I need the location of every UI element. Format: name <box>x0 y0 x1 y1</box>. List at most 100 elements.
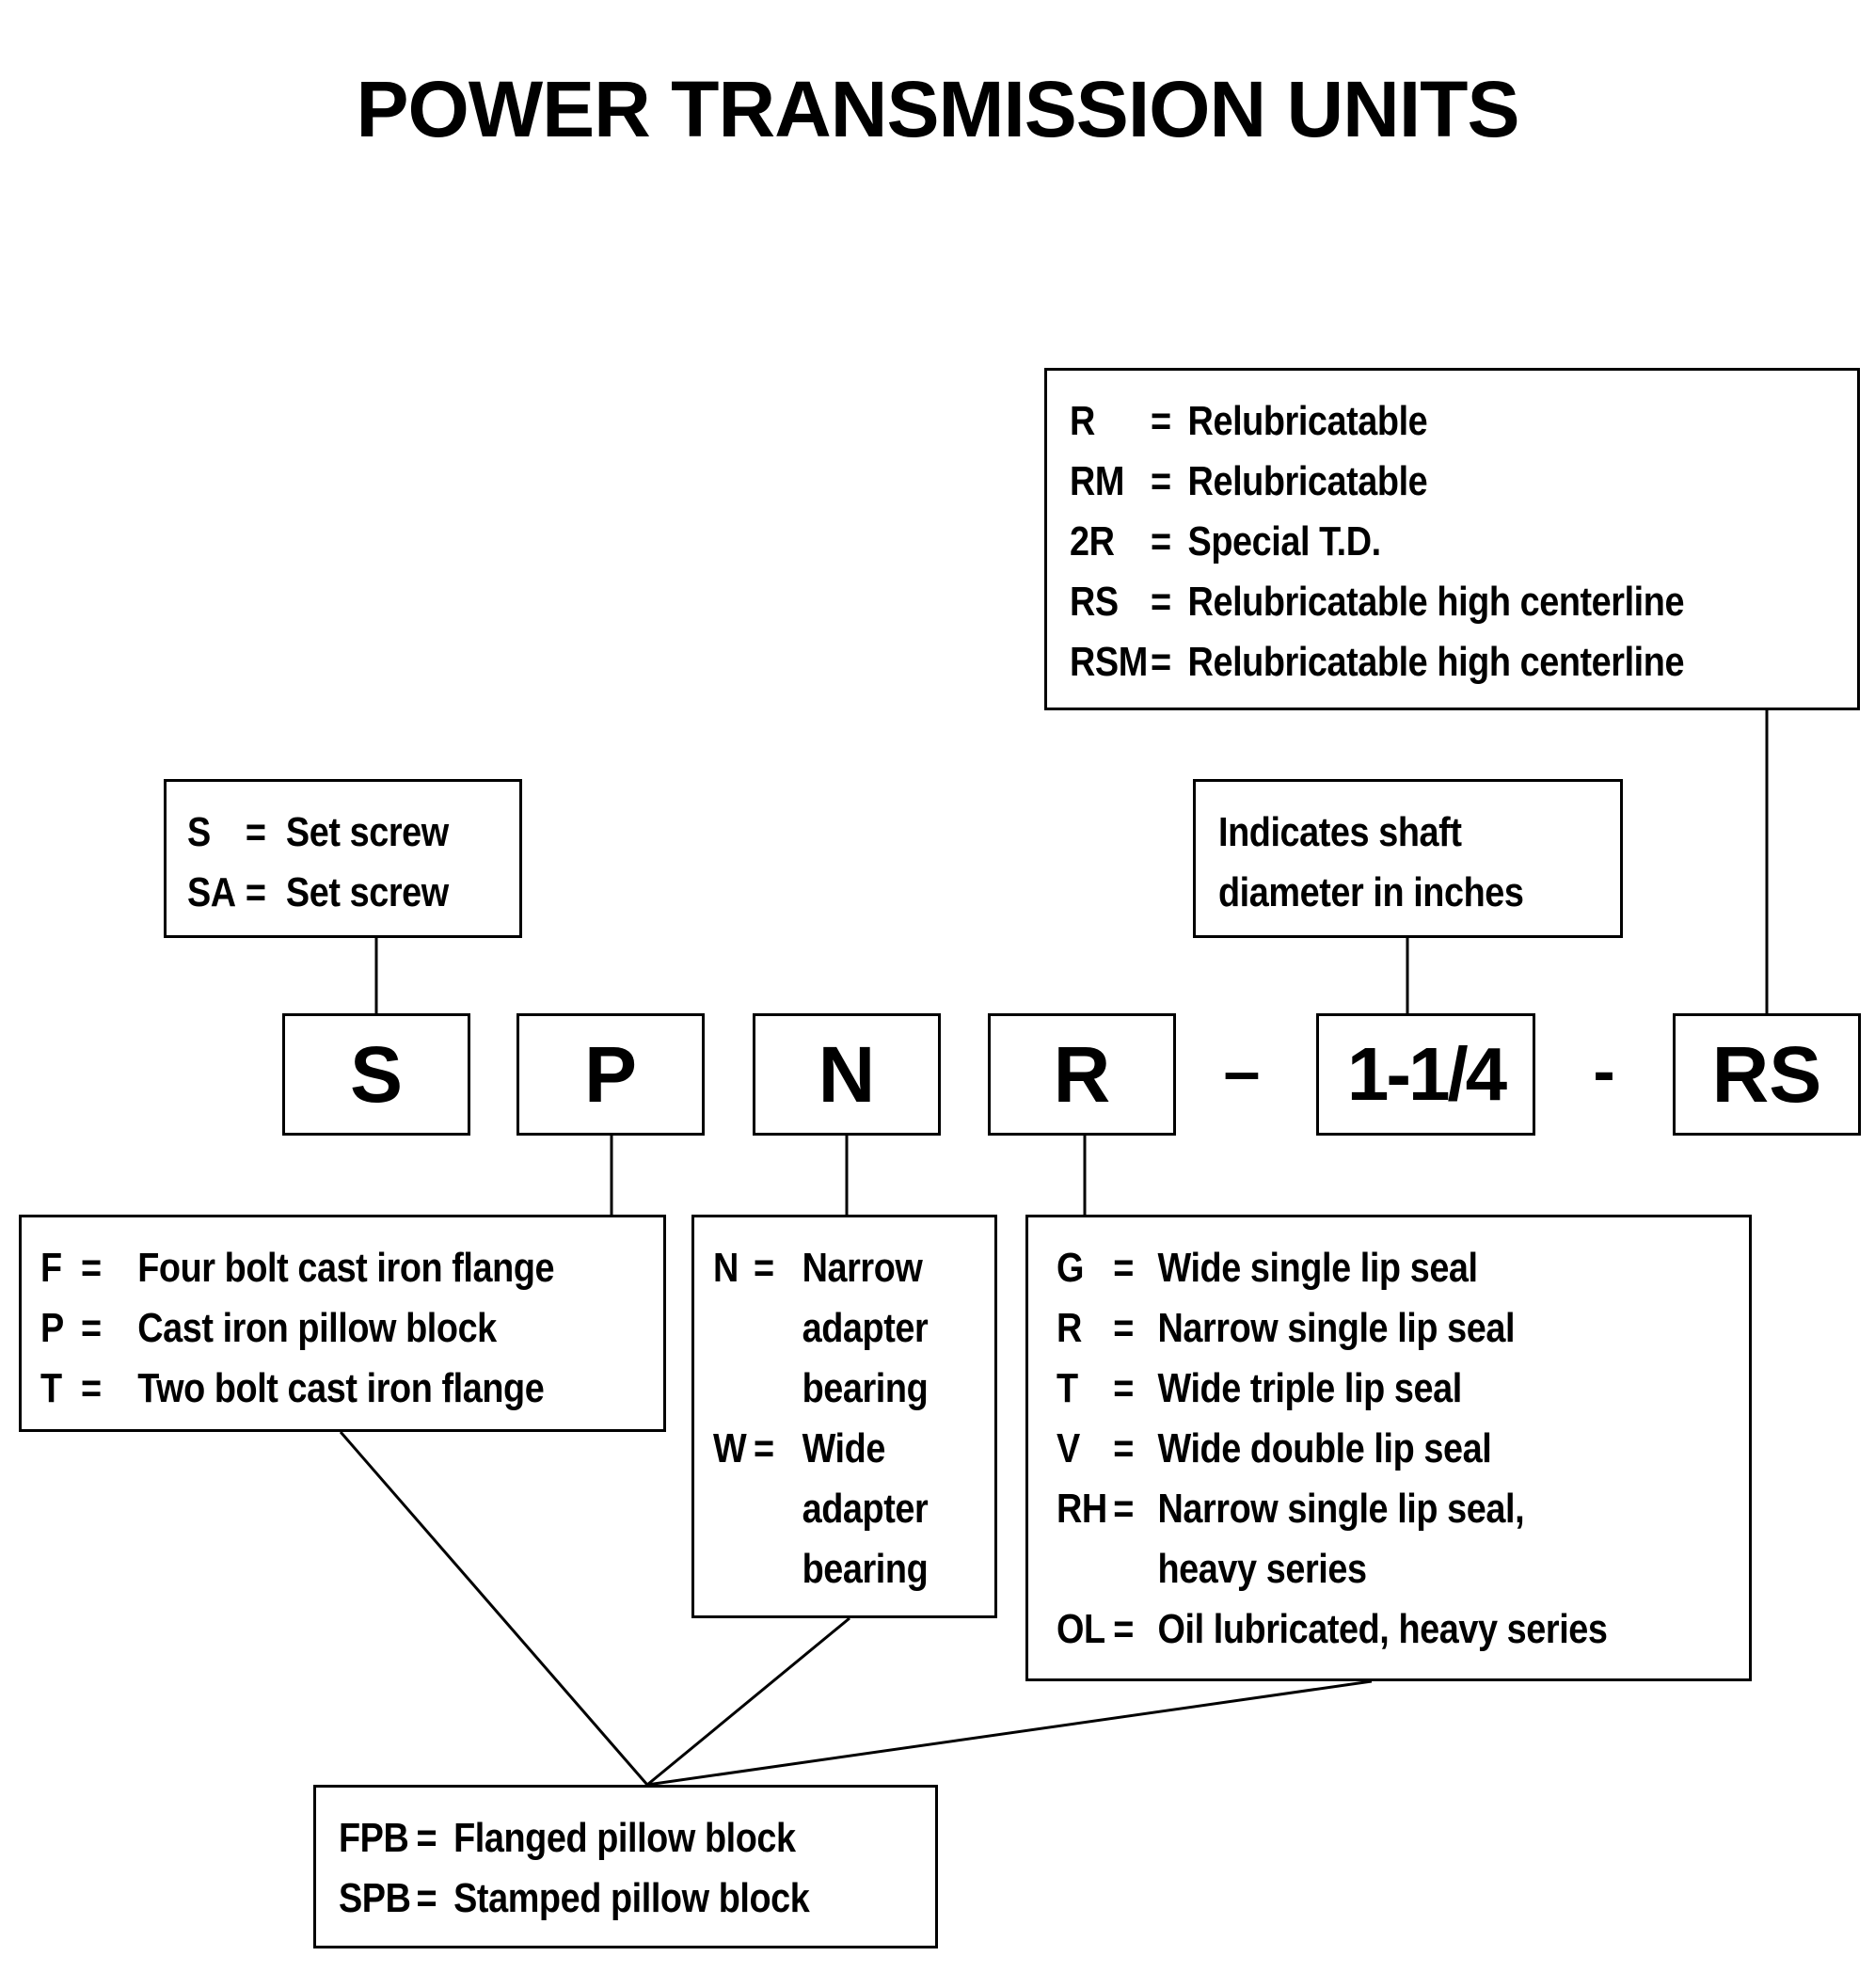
block-legend-box: FPB= Flanged pillow block SPB=Stamped pil… <box>313 1785 938 1948</box>
housing-eq: = <box>81 1245 102 1291</box>
seal-eq: = <box>1113 1486 1134 1532</box>
block-code: SPB <box>339 1875 411 1921</box>
bearing-legend-box: N=Narrow adapter bearing W=Wide adapter … <box>691 1215 997 1618</box>
suffix-code: 2R <box>1070 518 1115 565</box>
seal-row: RH= Narrow single lip seal, <box>1057 1479 1608 1539</box>
mount-desc: Set screw <box>285 809 449 855</box>
housing-row: P = Cast iron pillow block <box>40 1298 554 1359</box>
bearing-row: adapter <box>713 1298 929 1359</box>
bearing-row: W= Wide <box>713 1419 928 1479</box>
housing-eq: = <box>81 1305 102 1351</box>
suffix-eq: = <box>1151 579 1171 625</box>
block-code: FPB <box>339 1815 409 1861</box>
block-desc: Flanged pillow block <box>453 1815 796 1861</box>
suffix-code: RS <box>1070 579 1119 625</box>
seal-code: OL <box>1057 1606 1105 1652</box>
seal-eq: = <box>1113 1365 1134 1411</box>
mount-legend-box: S = Set screw SA= Set screw <box>164 779 522 938</box>
mount-eq: = <box>245 869 266 915</box>
seal-code: RH <box>1057 1486 1107 1532</box>
bearing-row: adapter <box>713 1479 929 1539</box>
housing-row: F = Four bolt cast iron flange <box>40 1238 555 1298</box>
seal-desc: Narrow single lip seal, <box>1157 1486 1525 1532</box>
seal-desc: Wide triple lip seal <box>1157 1365 1463 1411</box>
part-letter-s: S <box>282 1013 470 1136</box>
part-dash-1: – <box>1223 1034 1261 1107</box>
housing-desc: Cast iron pillow block <box>137 1305 497 1351</box>
suffix-desc: Relubricatable <box>1187 398 1428 444</box>
bearing-desc: adapter <box>802 1305 929 1351</box>
housing-eq: = <box>81 1365 102 1411</box>
suffix-desc: Relubricatable high centerline <box>1187 579 1685 625</box>
seal-row: V=Wide double lip seal <box>1057 1419 1608 1479</box>
suffix-row: RSM=Relubricatable high centerline <box>1070 632 1684 692</box>
seal-eq <box>1113 1539 1157 1599</box>
bearing-eq: = <box>754 1245 774 1291</box>
part-letter-p: P <box>516 1013 705 1136</box>
block-eq: = <box>416 1815 437 1861</box>
housing-code: F <box>40 1245 62 1291</box>
mount-code: S <box>187 809 211 855</box>
mount-code: SA <box>187 869 236 915</box>
part-size: 1-1/4 <box>1316 1013 1535 1136</box>
bearing-row: N = Narrow <box>713 1238 928 1298</box>
suffix-desc: Relubricatable <box>1187 458 1428 504</box>
suffix-eq: = <box>1151 458 1171 504</box>
housing-legend-box: F = Four bolt cast iron flange P = Cast iron… <box>19 1215 666 1432</box>
shaft-diameter-box: Indicates shaft diameter in inches <box>1193 779 1623 938</box>
housing-desc: Four bolt cast iron flange <box>137 1245 555 1291</box>
bearing-code-w: W <box>713 1425 747 1471</box>
bearing-eq: = <box>754 1425 774 1471</box>
seal-legend-box: G = Wide single lip seal R = Narrow single l… <box>1025 1215 1752 1681</box>
bearing-desc: bearing <box>802 1365 929 1411</box>
bearing-desc: adapter <box>802 1486 929 1532</box>
bearing-row: bearing <box>713 1359 929 1419</box>
mount-row: SA= Set screw <box>187 863 449 923</box>
mount-desc: Set screw <box>285 869 449 915</box>
connector-bearing-block <box>646 1616 850 1787</box>
suffix-code: R <box>1070 398 1095 444</box>
seal-row: OL=Oil lubricated, heavy series <box>1057 1599 1608 1660</box>
bearing-desc: Wide <box>802 1425 886 1471</box>
suffix-eq: = <box>1151 639 1171 685</box>
bearing-code-n: N <box>713 1245 739 1291</box>
part-letter-n: N <box>753 1013 941 1136</box>
suffix-legend-box: R=Relubricatable RM=Relubricatable 2R=Sp… <box>1044 368 1860 710</box>
shaft-line2: diameter in inches <box>1218 869 1524 915</box>
seal-row: heavy series <box>1057 1539 1608 1599</box>
housing-row: T = Two bolt cast iron flange <box>40 1359 554 1419</box>
seal-eq: = <box>1113 1305 1134 1351</box>
seal-eq: = <box>1113 1245 1134 1291</box>
suffix-code: RM <box>1070 458 1124 504</box>
suffix-row: RM = Relubricatable <box>1070 452 1684 512</box>
housing-code: T <box>40 1365 62 1411</box>
suffix-eq: = <box>1151 518 1171 565</box>
seal-eq: = <box>1113 1425 1134 1471</box>
housing-desc: Two bolt cast iron flange <box>137 1365 545 1411</box>
block-row: SPB=Stamped pillow block <box>339 1869 810 1929</box>
seal-code <box>1057 1539 1113 1599</box>
seal-code: G <box>1057 1245 1085 1291</box>
bearing-desc: bearing <box>802 1546 929 1592</box>
suffix-row: 2R = Special T.D. <box>1070 512 1684 572</box>
block-row: FPB= Flanged pillow block <box>339 1808 809 1869</box>
bearing-desc: Narrow <box>802 1245 923 1291</box>
shaft-line1: Indicates shaft <box>1218 809 1462 855</box>
connector-seal-block <box>646 1679 1373 1787</box>
suffix-code: RSM <box>1070 639 1148 685</box>
part-suffix-rs: RS <box>1673 1013 1861 1136</box>
connector-housing-block <box>339 1431 649 1786</box>
part-letter-r: R <box>988 1013 1176 1136</box>
housing-code: P <box>40 1305 64 1351</box>
suffix-row: R=Relubricatable <box>1070 391 1684 452</box>
suffix-row: RS = Relubricatable high centerline <box>1070 572 1684 632</box>
mount-row: S = Set screw <box>187 803 449 863</box>
mount-eq: = <box>245 809 266 855</box>
seal-desc: Wide single lip seal <box>1157 1245 1479 1291</box>
seal-code: R <box>1057 1305 1082 1351</box>
seal-row: T=Wide triple lip seal <box>1057 1359 1608 1419</box>
seal-desc: heavy series <box>1157 1546 1367 1592</box>
suffix-desc: Special T.D. <box>1187 518 1382 565</box>
page-title: POWER TRANSMISSION UNITS <box>356 65 1519 153</box>
